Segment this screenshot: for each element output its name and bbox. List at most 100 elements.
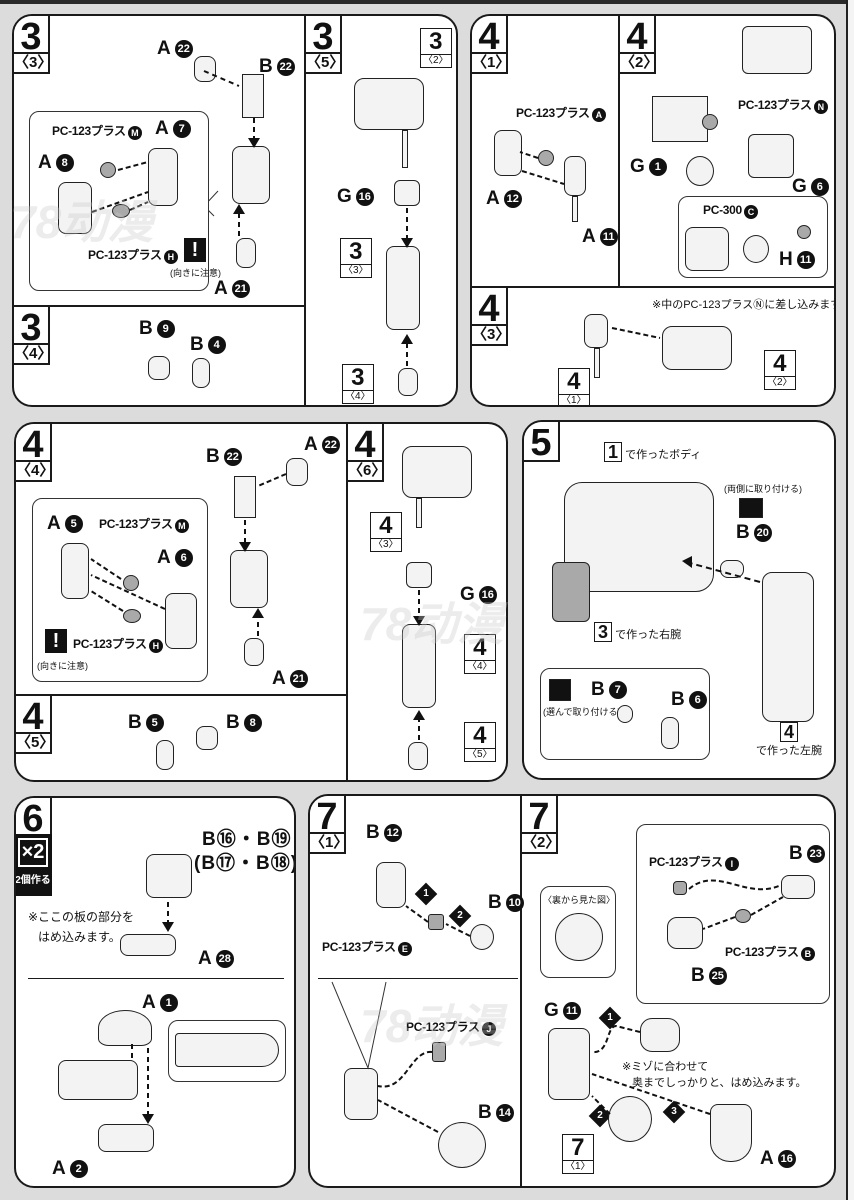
polycap-n: [702, 114, 718, 130]
back-view-circle: [555, 913, 603, 961]
back-view-label: 〈裏から見た図〉: [543, 895, 616, 905]
part-leg-assembly: [58, 1060, 138, 1100]
step-badge-5: 5: [524, 422, 560, 462]
step-badge-4-1: 4 〈1〉: [472, 16, 510, 74]
part-g16: [394, 180, 420, 206]
substep-number: 〈5〉: [16, 734, 55, 751]
part-b8: [196, 726, 218, 750]
polycap-j: [432, 1042, 446, 1062]
insert-note-1: ※ここの板の部分を: [28, 910, 135, 924]
ref-box-4-3: 4〈3〉: [370, 512, 402, 552]
step-badge-4-2: 4 〈2〉: [618, 16, 658, 74]
ref-box-4-1: 4〈1〉: [558, 368, 590, 405]
polycap-e: [428, 914, 444, 930]
polycap-h: [112, 204, 130, 218]
substep-number: 〈4〉: [16, 462, 55, 479]
part-hand-4-5: [408, 742, 428, 770]
polycap-m: [123, 575, 139, 591]
step-number: 6: [22, 798, 44, 840]
step-number: 7: [522, 796, 556, 836]
part-b7: [617, 705, 633, 723]
parts-line-2: (B⑰・B⑱): [194, 853, 296, 874]
part-shoulder-3-2: [354, 78, 424, 130]
step-number: 4: [348, 424, 382, 464]
part-a21: [236, 238, 256, 268]
assembly-arrows-4-3: [611, 327, 661, 339]
assembly-arrows-4-6: [413, 590, 425, 740]
part-b22: [242, 74, 264, 118]
step-badge-4-4: 4 〈4〉: [16, 424, 55, 482]
part-b14: [438, 1122, 486, 1168]
divider-horizontal: [16, 694, 346, 696]
part-b4-hand: [192, 358, 210, 388]
part-g1: [652, 96, 708, 142]
insert-note-2: はめ込みます。: [38, 930, 121, 944]
callout-back-view: 〈裏から見た図〉: [540, 886, 616, 978]
polycap-h: [123, 609, 141, 623]
part-shaft: [416, 498, 422, 528]
ref-box-3-4: 3〈4〉: [342, 364, 374, 404]
part-b25: [667, 917, 703, 949]
step-badge-3-3: 3 〈3〉: [14, 16, 52, 74]
ref-box-3-2: 3〈2〉: [420, 28, 452, 68]
divider-vertical: [618, 16, 620, 286]
part-b9: [148, 356, 170, 380]
part-a22: [286, 458, 308, 486]
warning-note: (向きに注意): [37, 661, 88, 671]
assembly-arrows-7-1: [331, 905, 471, 1133]
part-a7: [148, 148, 178, 206]
step-number: 4: [16, 424, 50, 464]
warning-icon: !: [184, 238, 206, 262]
step-badge-7-1: 7 〈1〉: [310, 796, 348, 854]
step-number: 4: [620, 16, 654, 56]
choose-note: (選んで取り付ける): [543, 707, 621, 717]
page-right-edge: [846, 0, 854, 1200]
assembly-arrows-5: [682, 556, 761, 583]
ref-box-4-5: 4〈5〉: [464, 722, 496, 762]
part-arm-3-3: [386, 246, 420, 330]
page-top-edge: [0, 0, 854, 4]
step-badge-6: 6: [16, 798, 52, 838]
left-arm-reference: 4 で作った左腕: [756, 722, 822, 757]
both-sides-note: (両側に取り付ける): [724, 484, 802, 494]
substep-number: 〈6〉: [348, 462, 387, 479]
body-reference: 1 で作ったボディ: [604, 442, 701, 462]
polycap-i: [673, 881, 687, 895]
part-g11: [548, 1028, 590, 1100]
ref-box-3-3: 3〈3〉: [340, 238, 372, 278]
step-number: 4: [472, 288, 506, 328]
substep-number: 〈3〉: [472, 326, 511, 343]
step-badge-4-6: 4 〈6〉: [346, 424, 387, 482]
part-b12: [376, 862, 406, 908]
part-detail-inset: [742, 26, 812, 74]
part-a1-cover: [98, 1010, 152, 1046]
assembly-arrows-6: [131, 902, 174, 1124]
